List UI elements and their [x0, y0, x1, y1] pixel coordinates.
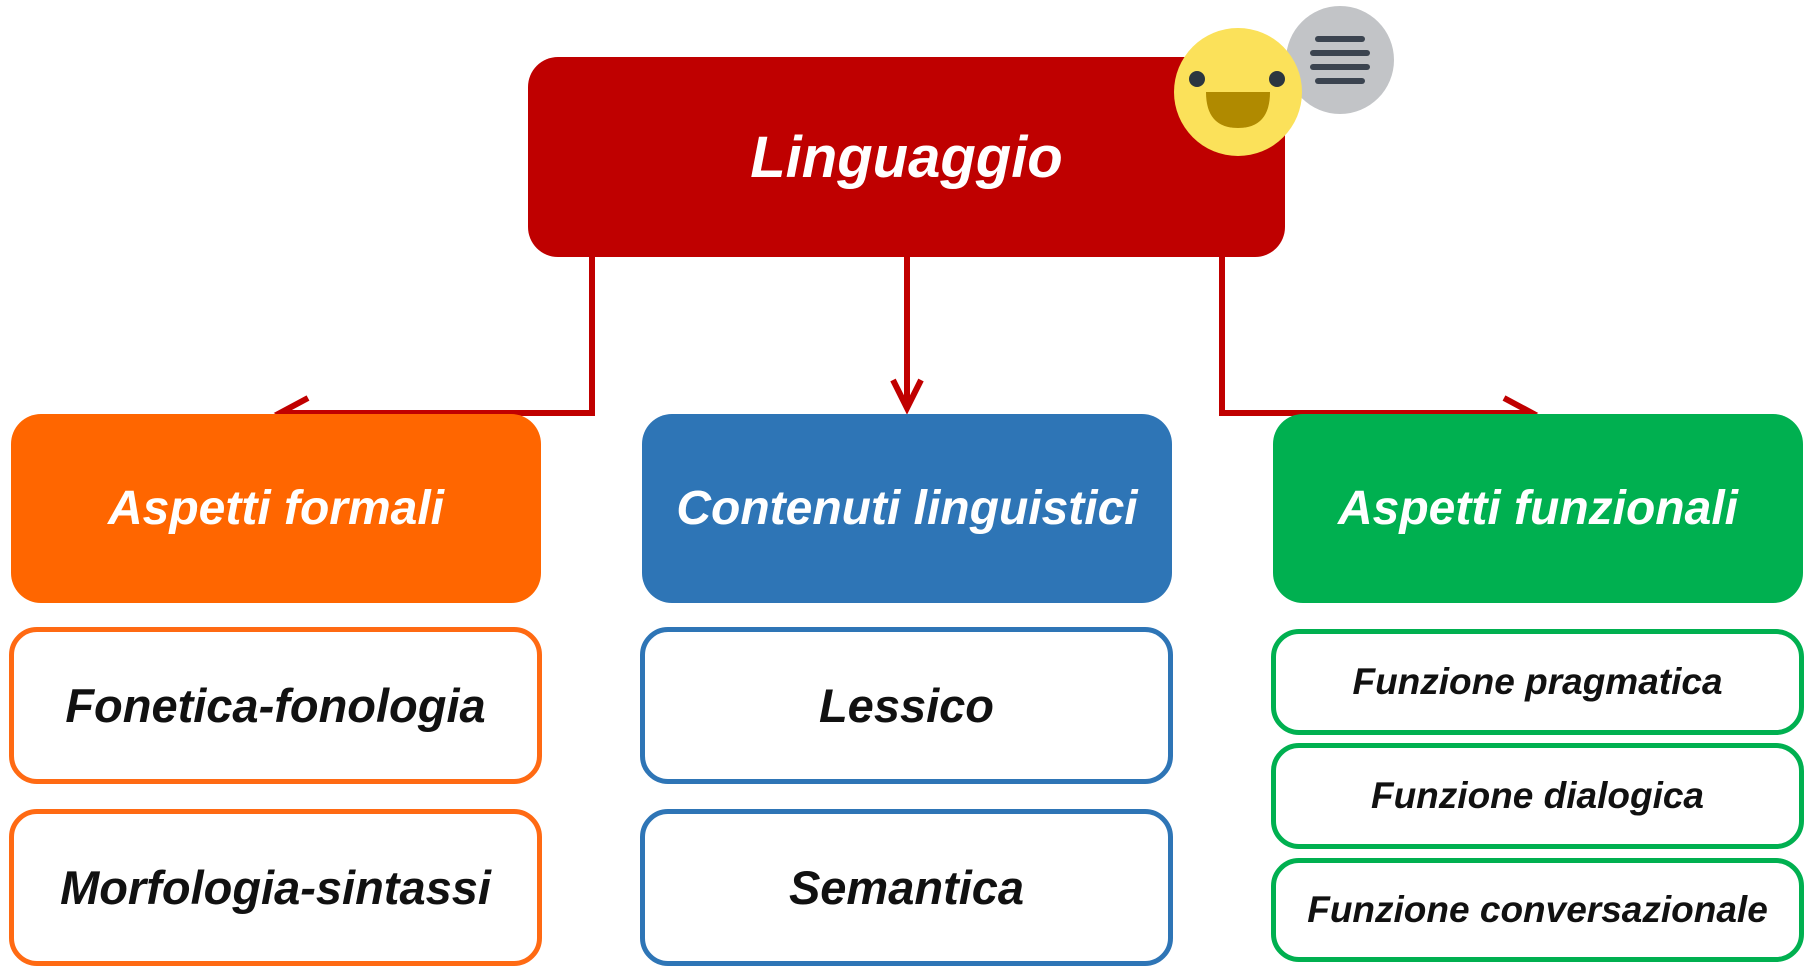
arrowhead-down	[890, 378, 924, 415]
item-fonetica-fonologia: Fonetica-fonologia	[9, 627, 542, 784]
item-funzione-dialogica: Funzione dialogica	[1271, 743, 1804, 849]
smiley-face-icon	[1174, 28, 1302, 156]
chat-badge	[1174, 6, 1394, 156]
item-label: Fonetica-fonologia	[65, 679, 486, 732]
item-label: Lessico	[818, 679, 995, 732]
category-aspetti-formali: Aspetti formali	[11, 414, 541, 603]
category-contenuti-linguistici: Contenuti linguistici	[642, 414, 1172, 603]
item-label: Semantica	[788, 861, 1025, 914]
speech-bubble-icon	[1286, 6, 1394, 114]
item-semantica: Semantica	[640, 809, 1173, 966]
item-label: Funzione conversazionale	[1307, 889, 1768, 930]
item-morfologia-sintassi: Morfologia-sintassi	[9, 809, 542, 966]
root-label: Linguaggio	[750, 124, 1063, 190]
arrow-to-aspetti-funzionali	[1219, 257, 1532, 416]
item-funzione-conversazionale: Funzione conversazionale	[1271, 858, 1804, 962]
arrow-to-aspetti-formali	[280, 257, 595, 416]
root-node: Linguaggio	[528, 57, 1285, 257]
item-label: Morfologia-sintassi	[60, 861, 491, 914]
item-funzione-pragmatica: Funzione pragmatica	[1271, 629, 1804, 735]
item-lessico: Lessico	[640, 627, 1173, 784]
category-label: Aspetti funzionali	[1338, 482, 1738, 535]
category-label: Contenuti linguistici	[676, 482, 1138, 535]
category-label: Aspetti formali	[107, 482, 445, 535]
item-label: Funzione dialogica	[1370, 775, 1705, 816]
category-aspetti-funzionali: Aspetti funzionali	[1273, 414, 1803, 603]
item-label: Funzione pragmatica	[1352, 661, 1723, 702]
